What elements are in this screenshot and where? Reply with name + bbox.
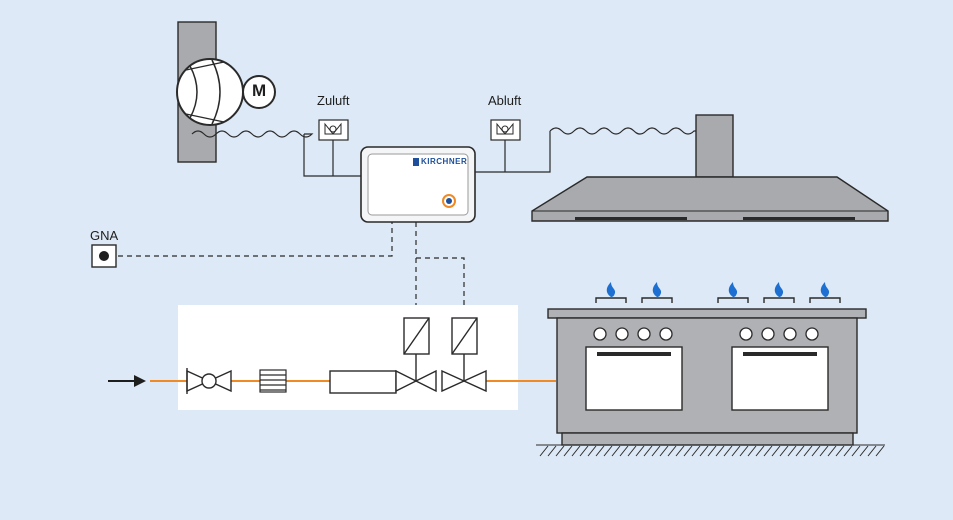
floor-hatching bbox=[536, 444, 885, 457]
solenoid-valve-2-icon bbox=[441, 317, 487, 393]
gas-inlet-arrow-icon bbox=[108, 375, 146, 387]
gas-filter-icon bbox=[259, 369, 287, 393]
extractor-hood bbox=[531, 114, 889, 222]
control-knobs bbox=[593, 327, 819, 341]
solenoid-valve-1-icon bbox=[395, 317, 437, 393]
supply-air-label: Zuluft bbox=[317, 93, 350, 108]
flame-icon bbox=[774, 282, 784, 297]
shutoff-valve-icon bbox=[186, 368, 232, 394]
gas-regulator-icon bbox=[329, 370, 397, 394]
exhaust-air-sensor bbox=[490, 119, 521, 172]
control-wiring bbox=[118, 222, 465, 318]
supply-air-sensor bbox=[318, 119, 349, 176]
oven-door-right bbox=[731, 346, 829, 411]
exhaust-air-label: Abluft bbox=[488, 93, 522, 108]
fan-icon bbox=[176, 58, 244, 126]
controller-unit bbox=[360, 146, 476, 223]
controller-brand-logo: KIRCHNER bbox=[421, 157, 468, 166]
flame-icon bbox=[820, 282, 830, 297]
flame-icon bbox=[728, 282, 738, 297]
motor-icon bbox=[242, 75, 276, 109]
sensor-line-left bbox=[191, 130, 314, 138]
gna-switch bbox=[91, 244, 117, 268]
gna-label: GNA bbox=[90, 228, 119, 243]
flame-icon bbox=[606, 282, 616, 297]
gas-range bbox=[547, 282, 867, 446]
motor-label: M bbox=[252, 81, 267, 100]
flame-icon bbox=[652, 282, 662, 297]
flame-icons bbox=[606, 282, 830, 297]
oven-door-left bbox=[585, 346, 683, 411]
sensor-line-right bbox=[549, 127, 696, 135]
